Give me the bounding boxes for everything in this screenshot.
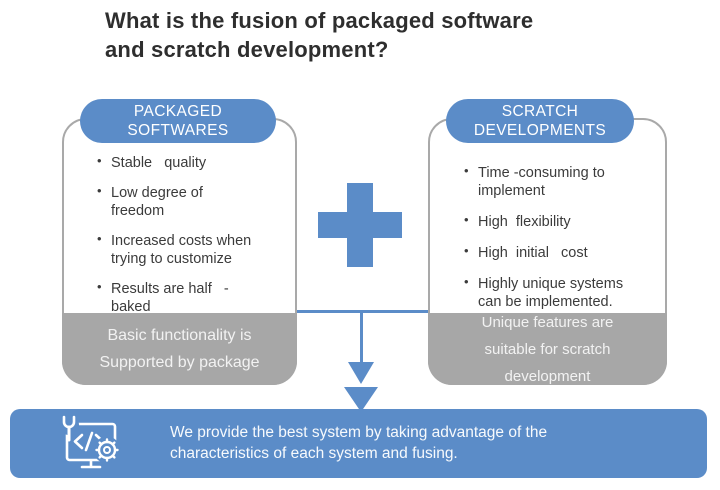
bullet-text: High initial cost bbox=[478, 245, 588, 261]
bullet-text: Increased costs when trying to customize bbox=[111, 233, 252, 267]
bullet-text: Low degree of freedom bbox=[111, 185, 203, 219]
footer-text: Unique features are suitable for scratch… bbox=[481, 313, 614, 385]
arrow-down-icon-large bbox=[344, 387, 378, 412]
list-item: • Increased costs when trying to customiz… bbox=[97, 231, 285, 268]
bullet-text: Highly unique systems can be implemented… bbox=[478, 276, 624, 310]
arrow-down-icon bbox=[348, 362, 374, 384]
plus-vertical-bar bbox=[347, 183, 373, 267]
bullet-text: Stable quality bbox=[111, 155, 207, 171]
list-item: • Low degree of freedom bbox=[97, 183, 285, 220]
bullet-dot-icon: • bbox=[97, 183, 102, 198]
scratch-developments-bullet-list: • Time -consuming to implement • High flex… bbox=[430, 120, 665, 311]
bullet-text: High flexibility bbox=[478, 214, 571, 230]
list-item: • Highly unique systems can be implemente… bbox=[464, 274, 657, 311]
packaged-softwares-panel: • Stable quality • Low degree of freedom •… bbox=[62, 118, 297, 385]
list-item: • Results are half - baked bbox=[97, 279, 285, 316]
bullet-text: Time -consuming to implement bbox=[478, 165, 605, 199]
bullet-dot-icon: • bbox=[464, 274, 469, 289]
list-item: • Time -consuming to implement bbox=[464, 163, 657, 200]
plus-icon bbox=[318, 183, 402, 267]
bullet-dot-icon: • bbox=[97, 279, 102, 294]
bullet-dot-icon: • bbox=[464, 163, 469, 178]
footer-text: Basic functionality is Supported by pack… bbox=[99, 327, 260, 371]
packaged-softwares-header: PACKAGED SOFTWARES bbox=[80, 99, 276, 143]
monitor-code-gear-icon bbox=[59, 415, 121, 469]
packaged-footer-note: Basic functionality is Supported by pack… bbox=[62, 313, 297, 385]
bullet-text: Results are half - baked bbox=[111, 281, 229, 315]
list-item: • High flexibility bbox=[464, 212, 657, 231]
packaged-softwares-bullet-list: • Stable quality • Low degree of freedom •… bbox=[64, 120, 295, 316]
bullet-dot-icon: • bbox=[464, 212, 469, 227]
list-item: • Stable quality bbox=[97, 153, 285, 172]
scratch-developments-header: SCRATCH DEVELOPMENTS bbox=[446, 99, 634, 143]
bullet-dot-icon: • bbox=[97, 153, 102, 168]
summary-banner: We provide the best system by taking adv… bbox=[10, 409, 707, 478]
scratch-footer-note: Unique features are suitable for scratch… bbox=[428, 313, 667, 385]
list-item: • High initial cost bbox=[464, 243, 657, 262]
bullet-dot-icon: • bbox=[464, 243, 469, 258]
scratch-developments-panel: • Time -consuming to implement • High flex… bbox=[428, 118, 667, 385]
bullet-dot-icon: • bbox=[97, 231, 102, 246]
page-title: What is the fusion of packaged software … bbox=[105, 8, 534, 62]
connector-line-vertical bbox=[360, 310, 363, 363]
summary-text: We provide the best system by taking adv… bbox=[170, 424, 548, 462]
